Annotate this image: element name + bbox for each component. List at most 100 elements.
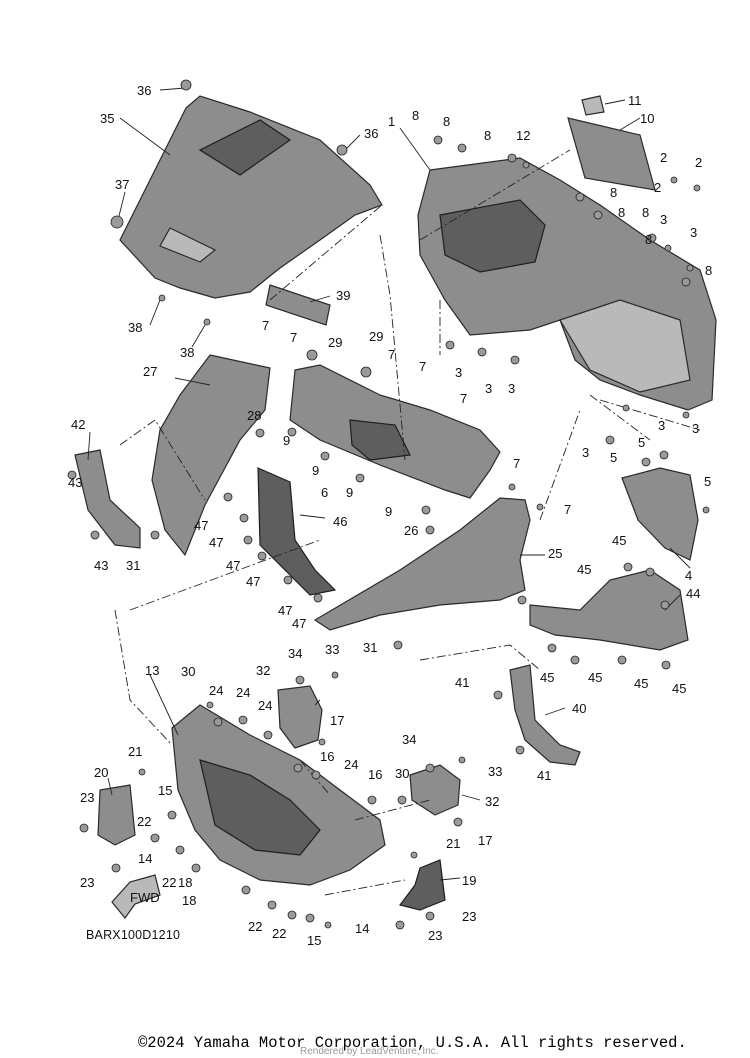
fastener — [79, 823, 89, 833]
fastener — [661, 660, 671, 670]
callout-label: 34 — [288, 646, 302, 661]
callout-label: 32 — [256, 663, 270, 678]
fastener — [517, 595, 527, 605]
callout-label: 5 — [704, 474, 711, 489]
callout-label: 13 — [145, 663, 159, 678]
callout-label: 3 — [690, 225, 697, 240]
fastener — [433, 135, 443, 145]
callout-label: 2 — [654, 180, 661, 195]
fastener — [510, 355, 520, 365]
callout-label: 39 — [336, 288, 350, 303]
callout-label: 25 — [548, 546, 562, 561]
fastener — [453, 817, 463, 827]
fastener — [255, 428, 265, 438]
fastener — [641, 457, 651, 467]
fastener — [536, 503, 544, 511]
fastener — [425, 763, 435, 773]
fastener — [522, 161, 530, 169]
callout-label: 23 — [80, 875, 94, 890]
fastener — [670, 176, 678, 184]
fastener — [575, 192, 585, 202]
callout-label: 24 — [258, 698, 272, 713]
callout-label: 22 — [248, 919, 262, 934]
callout-label: 21 — [446, 836, 460, 851]
callout-label: 7 — [460, 391, 467, 406]
crossmember-box — [349, 419, 411, 461]
callout-label: 45 — [577, 562, 591, 577]
fastener — [67, 470, 77, 480]
callout-label: 46 — [333, 514, 347, 529]
fastener — [203, 318, 211, 326]
fastener — [515, 745, 525, 755]
callout-label: 38 — [180, 345, 194, 360]
callout-label: 7 — [388, 347, 395, 362]
fastener — [306, 349, 318, 361]
callout-label: 15 — [158, 783, 172, 798]
callout-label: 2 — [660, 150, 667, 165]
guide-line — [354, 799, 431, 821]
fastener — [257, 551, 267, 561]
callout-label: 26 — [404, 523, 418, 538]
callout-label: 23 — [80, 790, 94, 805]
callout-label: 33 — [325, 642, 339, 657]
guide-line — [539, 409, 581, 521]
callout-label: 7 — [262, 318, 269, 333]
fastener — [175, 845, 185, 855]
leader-line — [149, 674, 179, 736]
leader-line — [174, 377, 211, 386]
leader-line — [669, 547, 691, 569]
bracket-left-part — [74, 449, 141, 549]
fastener — [150, 833, 160, 843]
fastener — [150, 530, 160, 540]
fastener — [336, 144, 348, 156]
fastener — [324, 921, 332, 929]
fastener — [645, 567, 655, 577]
fastener — [395, 920, 405, 930]
fastener — [617, 655, 627, 665]
cover-part — [567, 117, 656, 191]
callout-label: 10 — [640, 111, 654, 126]
callout-label: 36 — [137, 83, 151, 98]
fastener — [318, 738, 326, 746]
callout-label: 47 — [246, 574, 260, 589]
callout-label: 16 — [368, 767, 382, 782]
fastener — [397, 795, 407, 805]
watermark: Rendered by LeadVenture, Inc. — [300, 1046, 439, 1057]
callout-label: 7 — [564, 502, 571, 517]
callout-label: 9 — [312, 463, 319, 478]
guide-line — [379, 234, 406, 461]
bracket-lower-part — [409, 764, 461, 816]
callout-label: 9 — [346, 485, 353, 500]
guide-line — [589, 394, 651, 441]
fastener — [507, 153, 517, 163]
fastener — [239, 513, 249, 523]
plate-left-part — [97, 784, 136, 846]
fastener — [206, 701, 214, 709]
fastener — [241, 885, 251, 895]
fastener — [457, 143, 467, 153]
cap-part — [621, 467, 699, 561]
fastener — [425, 911, 435, 921]
fastener — [238, 715, 248, 725]
callout-label: 7 — [290, 330, 297, 345]
fastener — [320, 451, 330, 461]
callout-label: 29 — [328, 335, 342, 350]
fasteners — [67, 79, 710, 930]
fastener — [605, 435, 615, 445]
callout-label: 16 — [320, 749, 334, 764]
callout-label: 5 — [610, 450, 617, 465]
callout-label: 27 — [143, 364, 157, 379]
strut-part — [509, 664, 581, 766]
guide-line — [419, 644, 541, 671]
fastener — [287, 427, 297, 437]
shield-part — [257, 467, 337, 596]
callout-label: 45 — [634, 676, 648, 691]
callout-label: 24 — [344, 757, 358, 772]
leader-line — [461, 794, 481, 801]
callout-label: 43 — [94, 558, 108, 573]
callout-label: 24 — [209, 683, 223, 698]
fastener — [681, 277, 691, 287]
callout-label: 23 — [462, 909, 476, 924]
fastener — [267, 900, 277, 910]
